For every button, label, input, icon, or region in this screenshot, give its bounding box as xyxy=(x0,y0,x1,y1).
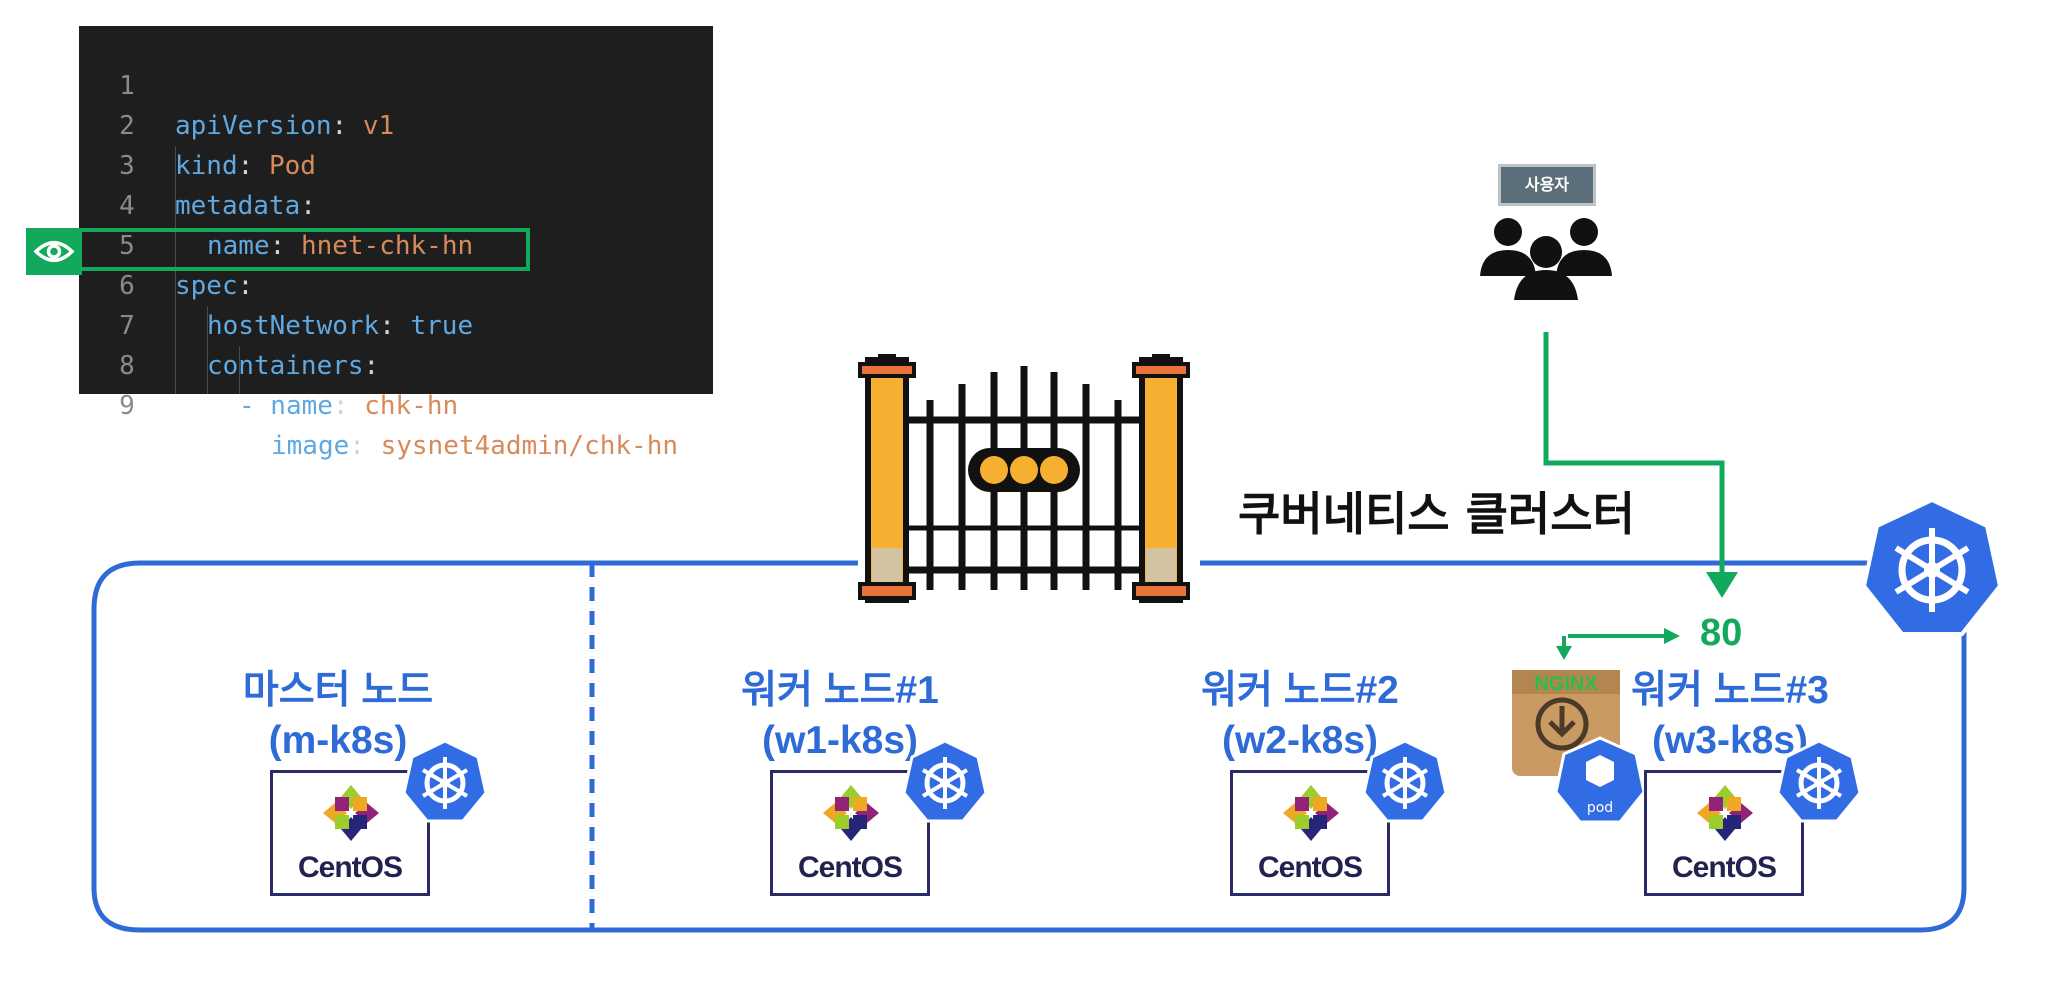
kubernetes-node-icon xyxy=(1362,739,1448,823)
centos-label: CentOS xyxy=(1257,851,1363,884)
centos-box: CentOS xyxy=(770,770,930,896)
node-worker2-label: 워커 노드#2 (w2-k8s) xyxy=(1150,666,1450,766)
indent-guide xyxy=(207,306,208,394)
code-value: v1 xyxy=(362,111,395,141)
centos-logo-icon xyxy=(323,785,379,841)
code-key: kind xyxy=(175,151,238,181)
kubernetes-node-icon xyxy=(902,739,988,823)
node-name: 워커 노드#3 xyxy=(1631,669,1829,712)
code-value: Pod xyxy=(268,151,316,181)
code-sep: : xyxy=(331,111,363,141)
line-number: 2 xyxy=(119,111,135,141)
cluster-boundary xyxy=(91,560,1967,933)
node-host: (m-k8s) xyxy=(268,719,408,762)
code-value: true xyxy=(410,311,474,341)
kubernetes-node-icon xyxy=(1776,739,1862,823)
line-number: 3 xyxy=(119,151,135,181)
line-number: 4 xyxy=(119,191,135,221)
node-master-label: 마스터 노드 (m-k8s) xyxy=(188,666,488,766)
code-value: chk-hn xyxy=(364,391,459,421)
port-forward-arrow xyxy=(1562,634,1664,648)
code-line: 5 spec: xyxy=(79,186,713,301)
code-key: image xyxy=(271,431,350,461)
node-host: (w3-k8s) xyxy=(1651,719,1809,762)
code-sep: : xyxy=(363,351,380,381)
code-line-highlighted: 6 hostNetwork: true xyxy=(79,226,713,341)
node-host: (w1-k8s) xyxy=(761,719,919,762)
nginx-label: NGINX xyxy=(1534,673,1598,695)
centos-label: CentOS xyxy=(297,851,403,884)
line-number: 9 xyxy=(119,391,135,421)
port-number: 80 xyxy=(1700,612,1743,654)
centos-box: CentOS xyxy=(1230,770,1390,896)
code-sep: : xyxy=(379,311,411,341)
node-host: (w2-k8s) xyxy=(1221,719,1379,762)
users-icon xyxy=(1480,218,1612,300)
traffic-arrow xyxy=(1543,332,1725,576)
line-number: 8 xyxy=(119,351,135,381)
line-number: 1 xyxy=(119,71,135,101)
code-key: hostNetwork xyxy=(207,311,380,341)
code-key: metadata xyxy=(175,191,301,221)
cluster-title: 쿠버네티스 클러스터 xyxy=(1238,487,1635,541)
code-sep: : xyxy=(349,431,381,461)
indent-guide xyxy=(239,346,240,394)
code-line: 2 kind: Pod xyxy=(79,66,713,181)
line-number: 6 xyxy=(119,271,135,301)
line-number: 7 xyxy=(119,311,135,341)
kubernetes-node-icon xyxy=(402,739,488,823)
pod-label: pod xyxy=(1587,800,1613,816)
centos-box: CentOS xyxy=(1644,770,1804,896)
code-value: hnet-chk-hn xyxy=(300,231,474,261)
kubernetes-logo-icon xyxy=(1861,497,2003,636)
code-key: spec xyxy=(175,271,238,301)
code-sep: : xyxy=(269,231,301,261)
centos-logo-icon xyxy=(823,785,879,841)
code-key: - name xyxy=(239,391,333,421)
code-sep: : xyxy=(237,271,254,301)
code-key: apiVersion xyxy=(175,111,332,141)
arrow-head xyxy=(1706,572,1738,598)
user-label: 사용자 xyxy=(1498,164,1596,206)
code-sep: : xyxy=(332,391,365,421)
pod-icon: pod xyxy=(1554,736,1646,824)
centos-label: CentOS xyxy=(797,851,903,884)
gate-icon xyxy=(858,354,1190,603)
line-number: 5 xyxy=(119,231,135,261)
code-key: containers xyxy=(207,351,364,381)
centos-logo-icon xyxy=(1697,785,1753,841)
node-name: 워커 노드#2 xyxy=(1201,669,1399,712)
code-line: 7 containers: xyxy=(79,266,713,381)
code-line: 9 image: sysnet4admin/chk-hn xyxy=(79,346,713,461)
code-line: 1 apiVersion: v1 xyxy=(79,26,713,141)
code-key: name xyxy=(207,231,270,261)
code-line: 8 - name: chk-hn xyxy=(79,306,713,421)
yaml-code-panel: 1 apiVersion: v1 2 kind: Pod 3 metadata:… xyxy=(79,26,713,461)
node-name: 워커 노드#1 xyxy=(741,669,939,712)
code-line: 3 metadata: xyxy=(79,106,713,221)
code-value: sysnet4admin/chk-hn xyxy=(380,431,679,461)
node-worker3-label: 워커 노드#3 (w3-k8s) xyxy=(1580,666,1880,766)
eye-icon xyxy=(33,241,75,262)
node-worker1-label: 워커 노드#1 (w1-k8s) xyxy=(690,666,990,766)
node-name: 마스터 노드 xyxy=(242,669,434,712)
code-sep: : xyxy=(300,191,316,221)
code-line: 4 name: hnet-chk-hn xyxy=(79,146,713,261)
code-sep: : xyxy=(237,151,269,181)
eye-marker xyxy=(26,228,82,275)
centos-label: CentOS xyxy=(1671,851,1777,884)
centos-logo-icon xyxy=(1283,785,1339,841)
